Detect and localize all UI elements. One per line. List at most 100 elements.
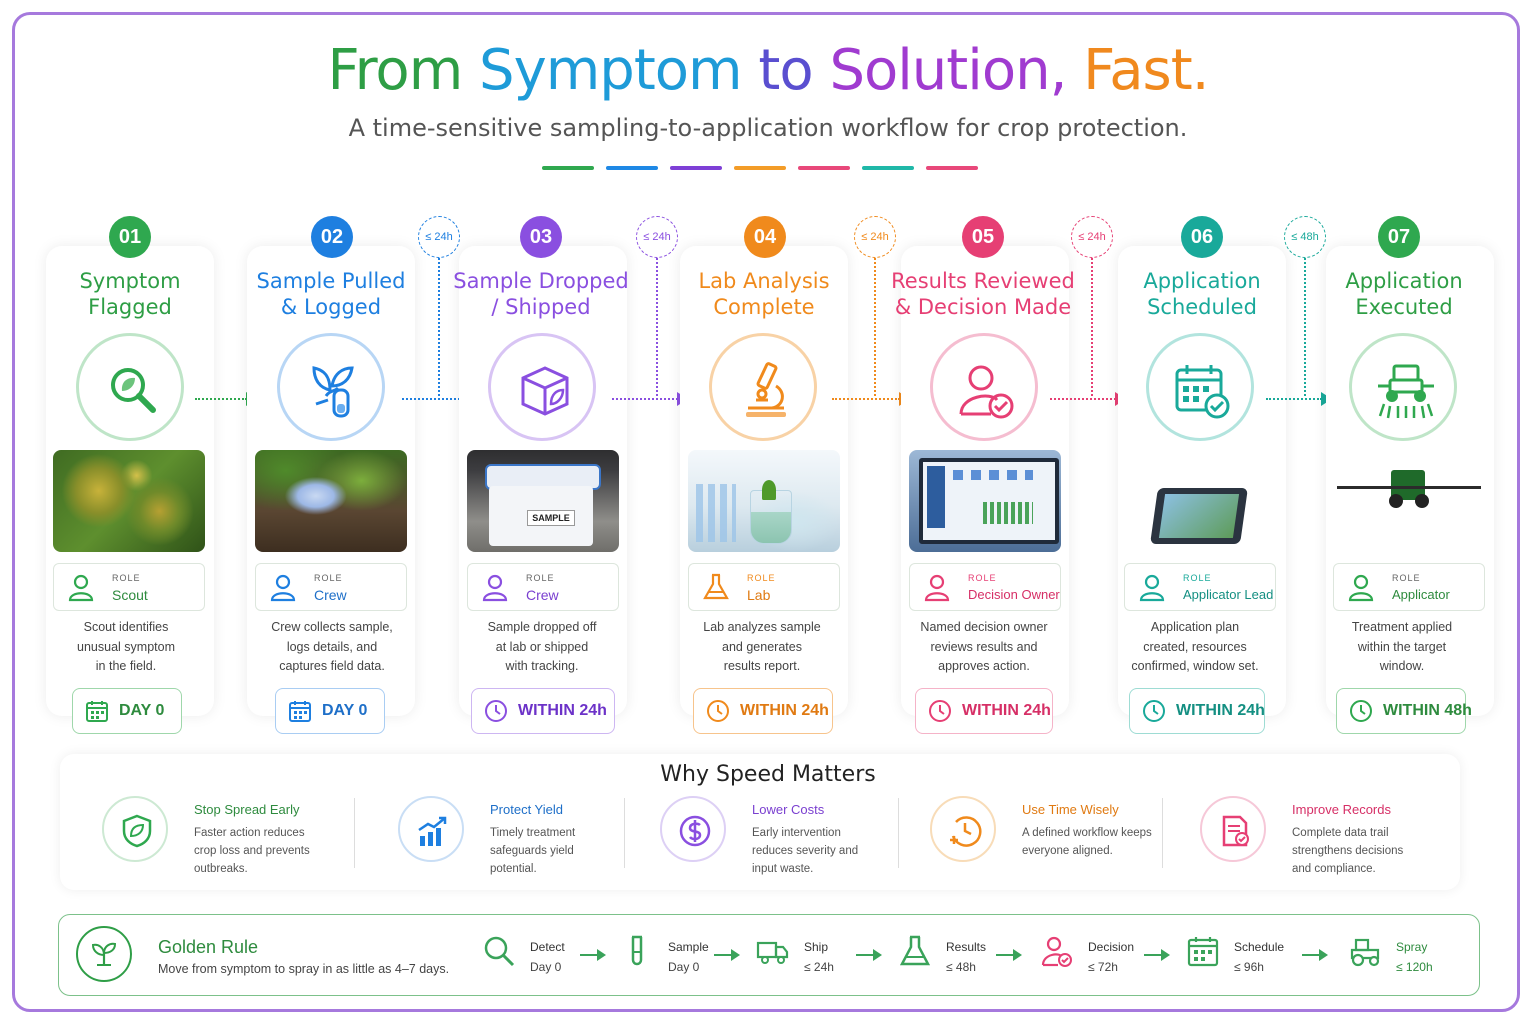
role-label-6: ROLE xyxy=(1183,573,1212,583)
role-label-3: ROLE xyxy=(526,573,555,583)
timer-connector-4 xyxy=(1091,258,1093,396)
golden-step-name-5: Decision xyxy=(1088,940,1135,954)
role-value-5: Decision Owner xyxy=(968,587,1060,602)
step-title-3-line1: Sample Dropped xyxy=(453,269,629,293)
timer-badge-5: ≤ 48h xyxy=(1284,216,1326,258)
step-description-3-line2: at lab or shipped xyxy=(495,639,589,654)
golden-step-value-3: ≤ 24h xyxy=(804,960,834,974)
benefit-desc-1: Faster action reduces crop loss and prev… xyxy=(194,827,310,875)
divider-3 xyxy=(670,166,722,170)
role-label-1: ROLE xyxy=(112,573,141,583)
divider-2 xyxy=(606,166,658,170)
flow-arrow-3 xyxy=(612,392,688,406)
golden-step-name-4: Results xyxy=(946,940,987,954)
step-card-6 xyxy=(1118,246,1286,716)
clock-plus-icon xyxy=(950,816,982,847)
step-number-badge-1: 01 xyxy=(109,216,151,258)
time-text-6: WITHIN 24h xyxy=(1176,702,1265,719)
tractor-icon xyxy=(1350,938,1380,967)
role-label-7: ROLE xyxy=(1392,573,1421,583)
step-description-6-line3: confirmed, window set. xyxy=(1131,659,1259,673)
benefit-icon-circle-2 xyxy=(398,796,464,862)
step-description-7-line1: Treatment applied xyxy=(1351,620,1453,634)
cooler-lid xyxy=(485,464,601,490)
step-number-badge-3: 03 xyxy=(520,216,562,258)
step-title-1-line1: Symptom xyxy=(79,269,181,293)
step-title-5: Results Reviewed& Decision Made xyxy=(888,268,1078,320)
time-badge-2: DAY 0 xyxy=(275,688,385,734)
step-number-badge-2: 02 xyxy=(311,216,353,258)
role-box-4: ROLE Lab xyxy=(688,563,840,611)
golden-step-value-4: ≤ 48h xyxy=(946,960,976,974)
benefit-title-5: Improve Records xyxy=(1292,802,1391,817)
timer-connector-3 xyxy=(874,258,876,396)
time-badge-1: DAY 0 xyxy=(72,688,182,734)
benefit-icon-circle-5 xyxy=(1200,796,1266,862)
calendar-icon xyxy=(1187,937,1219,967)
person-icon xyxy=(270,574,296,602)
role-value-2: Crew xyxy=(314,587,347,603)
step-description-7-line2: within the target xyxy=(1357,639,1447,654)
golden-step-name-1: Detect xyxy=(530,940,565,954)
timer-connector-2 xyxy=(656,258,658,396)
flow-arrow-5 xyxy=(1050,392,1126,406)
step-title-2-line2: & Logged xyxy=(280,295,382,319)
title-part-1: From xyxy=(327,38,480,103)
benefit-icon-circle-3 xyxy=(660,796,726,862)
role-box-3: ROLE Crew xyxy=(467,563,619,611)
page-subtitle: A time-sensitive sampling-to-application… xyxy=(348,114,1188,142)
screen-donuts xyxy=(953,470,1033,480)
step-number-badge-5: 05 xyxy=(962,216,1004,258)
benefit-separator-2 xyxy=(624,798,625,868)
role-value-7: Applicator xyxy=(1392,587,1450,602)
step-number-badge-6: 06 xyxy=(1181,216,1223,258)
time-text-1: DAY 0 xyxy=(119,702,165,719)
divider-5 xyxy=(798,166,850,170)
time-text-5: WITHIN 24h xyxy=(962,702,1051,719)
step-description-5-line2: reviews results and xyxy=(930,639,1038,654)
timer-badge-4: ≤ 24h xyxy=(1071,216,1113,258)
step-description-1-line2: unusual symptom xyxy=(77,639,175,654)
test-tubes xyxy=(696,484,736,542)
step-description-7-line3: window. xyxy=(1379,659,1425,673)
step-description-2-line2: logs details, and xyxy=(286,639,378,654)
calendar-icon xyxy=(86,701,108,722)
clock-icon xyxy=(485,700,507,722)
step-title-2-line1: Sample Pulled xyxy=(256,269,406,293)
time-badge-5: WITHIN 24h xyxy=(915,688,1053,734)
microscope-icon xyxy=(746,362,786,417)
step-title-6-line1: Application xyxy=(1143,269,1261,293)
benefit-desc-4: A defined workflow keeps everyone aligne… xyxy=(1022,827,1152,857)
tractor-wheel-2 xyxy=(1415,494,1429,508)
sprayer-boom xyxy=(1337,486,1481,489)
golden-step-value-6: ≤ 96h xyxy=(1234,960,1264,974)
step-icon-circle-3 xyxy=(488,333,596,441)
dollar-icon xyxy=(679,815,711,847)
step-description-2-line1: Crew collects sample, xyxy=(271,620,393,634)
sample-label: SAMPLE xyxy=(527,510,575,526)
timer-badge-1: ≤ 24h xyxy=(418,216,460,258)
why-speed-title: Why Speed Matters xyxy=(660,762,876,787)
lab-glassware-photo xyxy=(688,450,840,552)
user-check-icon xyxy=(1041,936,1072,967)
benefit-icon-circle-1 xyxy=(102,796,168,862)
divider-7 xyxy=(926,166,978,170)
role-value-4: Lab xyxy=(747,587,771,603)
role-value-3: Crew xyxy=(526,587,559,603)
tractor-spraying-photo xyxy=(1333,450,1485,552)
benefit-title-1: Stop Spread Early xyxy=(194,802,300,817)
time-text-4: WITHIN 24h xyxy=(740,702,829,719)
step-title-6-line2: Scheduled xyxy=(1147,295,1257,319)
golden-arrow-4 xyxy=(996,949,1022,961)
bar-chart-up-icon xyxy=(418,816,447,846)
step-description-4-line3: results report. xyxy=(723,659,801,673)
role-label-4: ROLE xyxy=(747,573,776,583)
shield-leaf-icon xyxy=(122,814,152,848)
time-badge-3: WITHIN 24h xyxy=(471,688,615,734)
